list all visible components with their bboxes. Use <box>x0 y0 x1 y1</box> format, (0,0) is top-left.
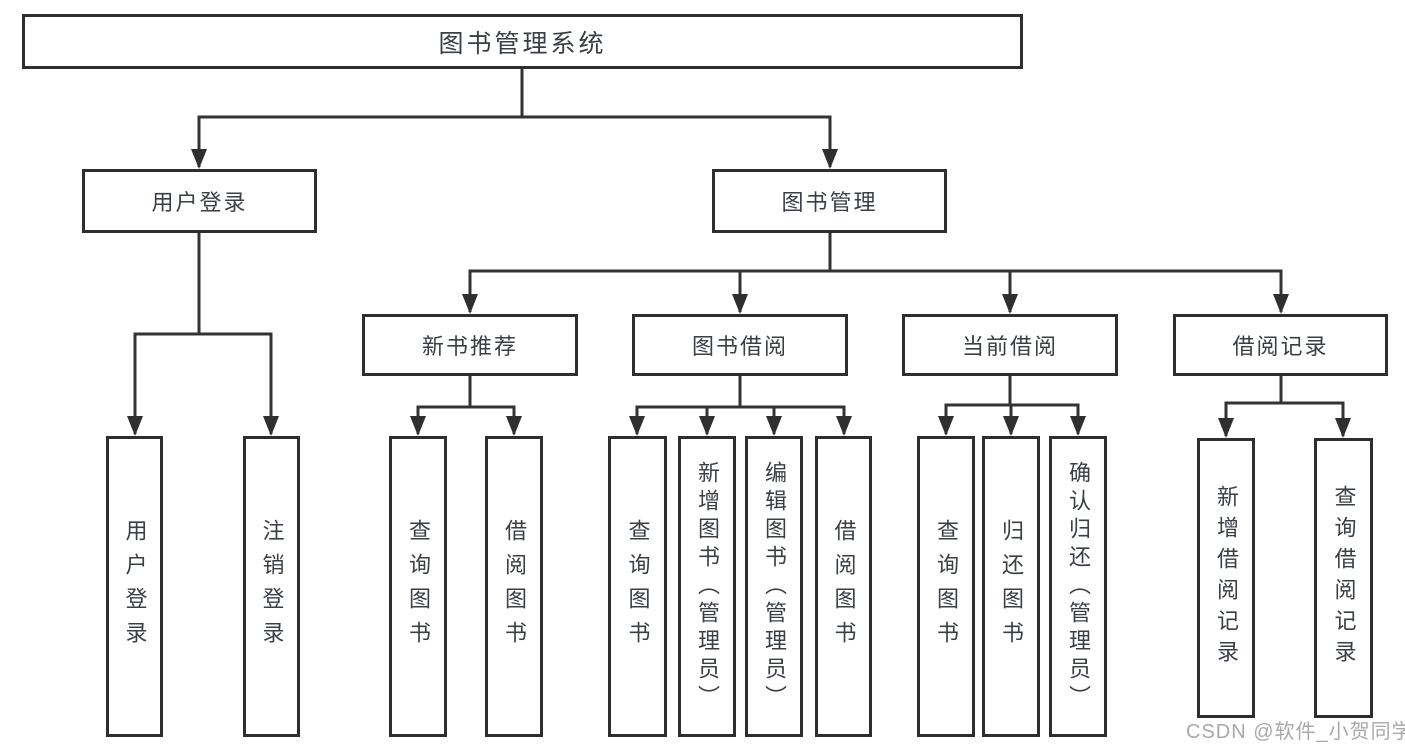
leaf-logout: 注销登录 <box>243 436 300 737</box>
leaf-label: 归还图书 <box>999 518 1024 655</box>
trunk-login <box>133 233 273 336</box>
leaf-query-borrow-record: 查询借阅记录 <box>1314 438 1373 718</box>
node-book-management: 图书管理 <box>712 169 947 233</box>
leaf-label: 新增借阅记录 <box>1214 485 1239 671</box>
node-book-borrow: 图书借阅 <box>632 314 848 376</box>
leaf-label: 查询图书 <box>625 518 651 655</box>
node-root-system: 图书管理系统 <box>22 14 1023 69</box>
node-label: 用户登录 <box>151 190 248 215</box>
leaf-label: 用户登录 <box>122 518 148 655</box>
trunk-mgmt <box>468 233 1283 273</box>
leaf-label: 确认归还（管理员） <box>1066 460 1091 713</box>
node-borrow-records: 借阅记录 <box>1173 314 1388 376</box>
trunk-current <box>944 376 1080 407</box>
node-label: 新书推荐 <box>421 334 518 359</box>
leaf-label: 借阅图书 <box>831 518 857 655</box>
node-label: 图书管理 <box>781 190 878 215</box>
node-label: 当前借阅 <box>961 334 1058 359</box>
trunk-records <box>1224 376 1345 405</box>
node-label: 图书管理系统 <box>438 29 607 58</box>
node-user-login: 用户登录 <box>82 169 317 233</box>
leaf-query-books: 查询图书 <box>389 436 447 737</box>
leaf-label: 查询图书 <box>406 518 431 655</box>
trunk-recommend <box>416 376 516 409</box>
leaf-query-books-2: 查询图书 <box>608 436 667 737</box>
leaf-query-books-3: 查询图书 <box>917 436 975 737</box>
leaf-label: 新增图书（管理员） <box>695 460 720 713</box>
node-current-borrow: 当前借阅 <box>902 314 1118 376</box>
leaf-return-books: 归还图书 <box>982 436 1040 737</box>
leaf-edit-book-admin: 编辑图书（管理员） <box>745 436 803 737</box>
leaf-confirm-return-admin: 确认归还（管理员） <box>1049 436 1107 737</box>
leaf-add-borrow-record: 新增借阅记录 <box>1197 438 1255 718</box>
leaf-borrow-books-2: 借阅图书 <box>815 436 872 737</box>
node-label: 借阅记录 <box>1232 334 1329 359</box>
leaf-label: 借阅图书 <box>502 518 527 655</box>
leaf-label: 查询借阅记录 <box>1331 485 1357 671</box>
leaf-label: 注销登录 <box>259 518 285 655</box>
leaf-label: 编辑图书（管理员） <box>762 460 787 713</box>
csdn-watermark: CSDN @软件_小贺同学 <box>1186 721 1405 743</box>
leaf-user-login: 用户登录 <box>106 436 163 737</box>
trunk-root <box>197 69 832 119</box>
node-new-book-recommend: 新书推荐 <box>362 314 578 376</box>
leaf-borrow-books: 借阅图书 <box>485 436 543 737</box>
trunk-borrow <box>635 376 846 409</box>
leaf-label: 查询图书 <box>934 518 959 655</box>
node-label: 图书借阅 <box>691 334 788 359</box>
leaf-add-book-admin: 新增图书（管理员） <box>678 436 736 737</box>
